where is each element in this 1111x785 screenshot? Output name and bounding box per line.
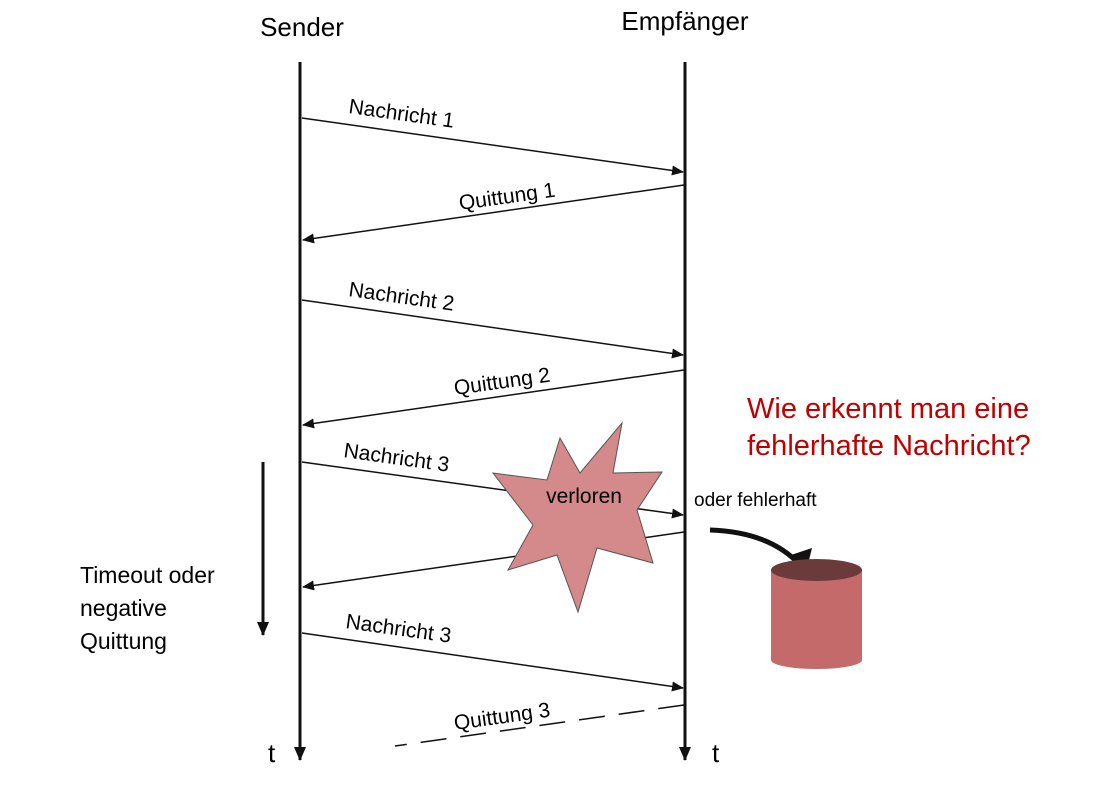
message-3-retry-arrow (301, 632, 684, 692)
lost-starburst (491, 421, 663, 614)
lost-label: verloren (546, 485, 622, 508)
receiver-time-label: t (712, 738, 720, 768)
message-1-arrow (301, 117, 684, 176)
ack-3-label: Quittung 3 (452, 699, 551, 735)
timeout-label: Timeout oder negative Quittung (80, 562, 221, 654)
ack-1-label: Quittung 1 (457, 179, 556, 215)
message-2-arrow (301, 299, 684, 359)
question-text: Wie erkennt man eine fehlerhafte Nachric… (747, 393, 1037, 462)
ack-3-dashed-line (394, 704, 685, 747)
message-3-label: Nachricht 3 (342, 439, 450, 477)
faulty-curved-arrow (709, 527, 802, 567)
faulty-label: oder fehlerhaft (694, 490, 817, 511)
trash-cylinder (771, 559, 862, 669)
ack-2-label: Quittung 2 (452, 364, 551, 400)
sender-label: Sender (260, 12, 344, 42)
message-2-label: Nachricht 2 (347, 278, 455, 316)
ack-1-arrow (302, 184, 685, 244)
receiver-label: Empfänger (621, 6, 749, 36)
sender-time-label: t (268, 738, 276, 768)
ack-2-arrow (302, 369, 685, 429)
